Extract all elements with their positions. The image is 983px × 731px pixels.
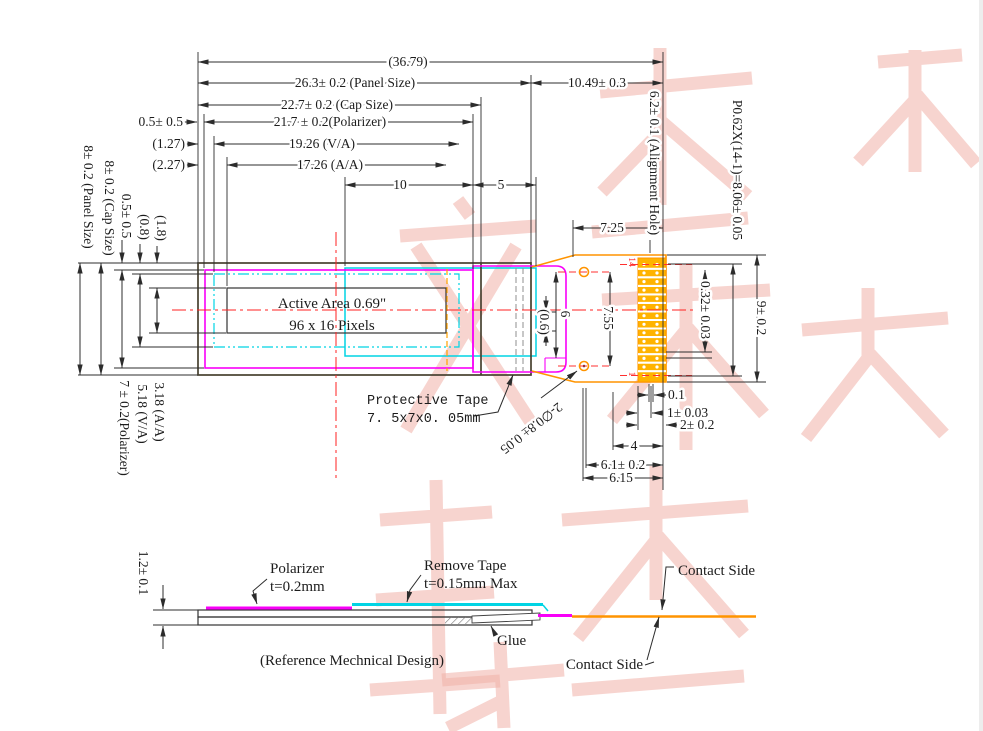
top-view-labels: (36.79) 26.3± 0.2 (Panel Size) 10.49± 0.…: [136, 52, 629, 428]
polarizer-label: Polarizer: [270, 561, 324, 577]
holes-leader: [540, 370, 578, 399]
dim-overall-width: (36.79): [388, 54, 427, 69]
dim-tape-10: 10: [393, 177, 407, 192]
dim-aa-top-offset: (1.8): [154, 215, 169, 241]
glue-hatch: [445, 617, 472, 624]
dim-connector-height: 9± 0.2: [754, 301, 769, 335]
glue-label: Glue: [497, 633, 527, 649]
dim-fpc-width: 10.49± 0.3: [568, 75, 626, 90]
watermark-glyph: [601, 264, 771, 450]
dimension-lines: [77, 59, 760, 481]
dim-hole-span: 7.55: [601, 306, 616, 330]
dim-cap-width: 22.7± 0.2 (Cap Size): [281, 97, 393, 112]
dim-aa-offset: (2.27): [152, 157, 185, 172]
dim-va-top-offset: (0.8): [137, 214, 152, 240]
dim-polarizer-offset: 0.5± 0.5: [138, 114, 183, 129]
dim-va-width: 19.26 (V/A): [289, 136, 355, 151]
dim-polarizer-height: 7 ± 0.2(Polarizer): [117, 380, 132, 476]
dim-pin-length: 1± 0.03: [667, 405, 708, 420]
dim-fpc-hole-x: 7.25: [600, 220, 624, 235]
dim-polarizer-width: 21.7 ± 0.2(Polarizer): [274, 114, 386, 129]
contact-side-top: Contact Side: [678, 563, 755, 579]
dim-6-15: 6.15: [609, 470, 633, 485]
dim-va-offset: (1.27): [152, 136, 185, 151]
watermark-glyph: [399, 196, 538, 434]
dim-6-1: 6.1± 0.2: [601, 457, 646, 472]
remove-tape-label: Remove Tape: [424, 558, 507, 574]
contact-side-bottom: Contact Side: [566, 657, 643, 673]
contact-side-top-leader: [660, 566, 674, 611]
watermark-glyph: [369, 479, 501, 715]
dim-connector-width: 2± 0.2: [680, 417, 714, 432]
alignment-hole-top: [578, 266, 590, 278]
remove-tape-thickness: t=0.15mm Max: [424, 576, 518, 592]
watermark-glyph: [591, 48, 753, 239]
dim-gap: 0.1: [668, 387, 685, 402]
pin1-label: 1: [626, 372, 636, 377]
remove-tape-leader: [406, 574, 422, 603]
dim-tape-5: 5: [498, 177, 505, 192]
dim-tape-height-ref: (0.6): [537, 309, 552, 335]
dim-pin-width: 0.32± 0.03: [698, 281, 713, 339]
screen-edge-strip: [979, 0, 983, 731]
dim-polarizer-top-offset: 0.5± 0.5: [119, 194, 134, 239]
dim-cap-height: 8± 0.2 (Cap Size): [102, 160, 117, 255]
protective-tape-leader: [473, 374, 514, 417]
left-labels: 8± 0.2 (Panel Size) 8± 0.2 (Cap Size) 0.…: [79, 143, 172, 478]
active-area-line2: 96 x 16 Pixels: [289, 318, 375, 334]
watermark: [369, 48, 981, 731]
remove-tape-region: [344, 267, 537, 357]
protective-tape-line1: Protective Tape: [367, 394, 489, 409]
contact-side-bottom-leader: [646, 616, 660, 661]
dim-aa-width: 17.26 (A/A): [297, 157, 363, 172]
watermark-glyph: [561, 466, 749, 697]
va-outline: [213, 273, 460, 348]
watermark-glyph: [441, 641, 565, 731]
pin14-label: 14: [626, 257, 636, 267]
extension-lines: [78, 52, 766, 490]
dim-thickness: 1.2± 0.1: [136, 551, 151, 596]
dim-panel-width: 26.3± 0.2 (Panel Size): [295, 75, 415, 90]
dim-holes: 2-∅0.8± 0.05: [497, 400, 565, 458]
alignment-hole-bottom: [578, 360, 590, 372]
dim-alignment-hole: 6.2± 0.1 (Alignment Hole): [647, 91, 662, 235]
active-area-line1: Active Area 0.69": [278, 296, 386, 312]
remove-tape-step: [542, 604, 549, 612]
panel-outline: [197, 262, 532, 376]
dim-panel-height: 8± 0.2 (Panel Size): [81, 145, 96, 248]
polarizer-leader: [251, 578, 268, 605]
dim-va-height: 5.18 (V/A): [135, 384, 150, 443]
dim-pin-pitch: P0.62X(14-1)=8.06± 0.05: [730, 100, 745, 241]
watermark-glyph: [853, 48, 981, 172]
fpc-tip-section: [471, 612, 541, 624]
dim-tape-height: 6: [558, 311, 573, 318]
dim-aa-height: 3.18 (A/A): [152, 382, 167, 441]
section-view: 1.2± 0.1 Polarizer t=0.2mm Remove Tape t…: [134, 548, 756, 673]
section-caption: (Reference Mechnical Design): [260, 653, 444, 669]
protective-tape-line2: 7. 5x7x0. 05mm: [367, 412, 480, 427]
polarizer-thickness: t=0.2mm: [270, 579, 325, 595]
watermark-glyph: [800, 288, 949, 442]
dim-4: 4: [631, 438, 638, 453]
connector-pads: [637, 257, 667, 383]
glue-leader: [490, 625, 499, 637]
